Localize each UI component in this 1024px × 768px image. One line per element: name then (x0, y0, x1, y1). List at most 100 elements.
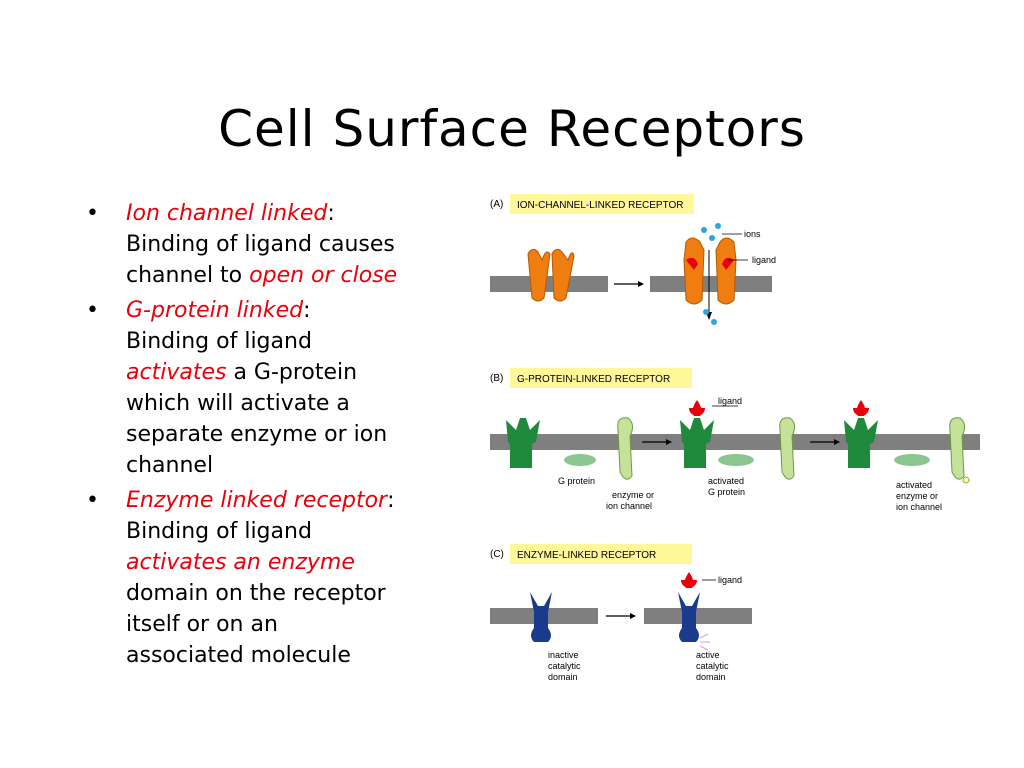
ligand-label: ligand (718, 396, 742, 406)
highlight-text: open or close (249, 263, 398, 288)
ligand-label: ligand (718, 575, 742, 585)
bullet-colon: : (327, 201, 335, 226)
body-text: channel (126, 453, 214, 478)
panel-b-label-box (510, 368, 692, 388)
bullet-colon: : (303, 298, 311, 323)
bullet-line: associated molecule (126, 640, 456, 671)
activated-g-label: G protein (708, 487, 745, 497)
body-text: Binding of ligand causes (126, 232, 395, 257)
panel-a-label: ION-CHANNEL-LINKED RECEPTOR (517, 200, 684, 211)
activated-g-protein (718, 454, 754, 466)
bullet-item: • Enzyme linked receptor: Binding of ligan… (86, 485, 456, 671)
bullet-line: which will activate a (126, 388, 456, 419)
inactive-label: domain (548, 672, 578, 682)
bullet-dot: • (86, 488, 99, 513)
body-text: Binding of ligand (126, 329, 312, 354)
panel-c: (C) ENZYME-LINKED RECEPTOR inactive cata… (490, 544, 752, 682)
bullet-line: activates a G-protein (126, 357, 456, 388)
membrane (650, 276, 772, 292)
bullet-dot: • (86, 298, 99, 323)
body-text: separate enzyme or ion (126, 422, 388, 447)
active-label: catalytic (696, 661, 729, 671)
bullet-item: • Ion channel linked: Binding of ligand ca… (86, 198, 456, 291)
panel-a-label-box (510, 194, 694, 214)
bullet-heading: Enzyme linked receptor (126, 488, 388, 513)
ligand-red (722, 257, 734, 270)
panel-b: (B) G-PROTEIN-LINKED RECEPTOR G protein … (490, 368, 980, 512)
g-protein (564, 454, 596, 466)
arrow-head (638, 281, 644, 287)
ion-channel-open (683, 237, 705, 305)
ligand-red (681, 572, 697, 588)
membrane (490, 434, 980, 450)
panel-b-label: G-PROTEIN-LINKED RECEPTOR (517, 374, 670, 385)
highlight-text: activates (126, 360, 227, 385)
g-protein (894, 454, 930, 466)
g-receptor (844, 418, 878, 468)
enzyme (779, 417, 796, 480)
slide-title: Cell Surface Receptors (218, 100, 806, 158)
bullet-line: domain on the receptor (126, 578, 456, 609)
enzyme (617, 417, 634, 480)
bullet-item: • G-protein linked: Binding of ligand activ… (86, 295, 456, 481)
activation-spark (699, 633, 710, 651)
active-label: active (696, 650, 720, 660)
membrane (490, 276, 608, 292)
arrow-head (666, 439, 672, 445)
activated-g-label: activated (708, 476, 744, 486)
body-text: Binding of ligand (126, 519, 312, 544)
g-receptor (680, 418, 714, 468)
ligand-red (686, 257, 698, 270)
panel-c-label: ENZYME-LINKED RECEPTOR (517, 550, 656, 561)
body-text: associated molecule (126, 643, 351, 668)
bullet-line: itself or on an (126, 609, 456, 640)
activated-enzyme-label: enzyme or (896, 491, 938, 501)
highlight-text: activates an enzyme (126, 550, 355, 575)
enzyme-label: ion channel (606, 501, 652, 511)
ion-channel-closed (527, 248, 551, 302)
bullet-line: separate enzyme or ion (126, 419, 456, 450)
g-protein-label: G protein (558, 476, 595, 486)
activated-enzyme-label: ion channel (896, 502, 942, 512)
active-label: domain (696, 672, 726, 682)
activation-spark (962, 476, 970, 484)
ion (703, 309, 709, 315)
ion (715, 223, 721, 229)
panel-b-letter: (B) (490, 373, 503, 384)
body-text: itself or on an (126, 612, 278, 637)
bullet-colon: : (387, 488, 395, 513)
enzyme-receptor-inactive (530, 592, 552, 642)
g-receptor (506, 418, 540, 468)
arrow-head (630, 613, 636, 619)
activated-enzyme (949, 417, 966, 480)
panel-a-letter: (A) (490, 199, 503, 210)
ion (711, 319, 717, 325)
body-text: domain on the receptor (126, 581, 386, 606)
bullet-line: Binding of ligand (126, 326, 456, 357)
receptor-diagram: (A) ION-CHANNEL-LINKED RECEPTOR ions lig… (490, 194, 980, 682)
bullet-line: channel (126, 450, 456, 481)
ion-channel-open (715, 237, 737, 305)
enzyme-label: enzyme or (612, 490, 654, 500)
ligand-red (853, 400, 869, 416)
panel-c-label-box (510, 544, 692, 564)
arrow-head (834, 439, 840, 445)
inactive-label: inactive (548, 650, 579, 660)
bullet-line: channel to open or close (126, 260, 456, 291)
panel-a: (A) ION-CHANNEL-LINKED RECEPTOR ions lig… (490, 194, 776, 325)
bullet-line: Binding of ligand (126, 516, 456, 547)
body-text: a G-protein (226, 360, 358, 385)
activated-enzyme-label: activated (896, 480, 932, 490)
ion (709, 235, 715, 241)
bullet-heading: Ion channel linked (126, 201, 328, 226)
body-text: channel to (126, 263, 250, 288)
bullet-list: • Ion channel linked: Binding of ligand ca… (86, 198, 456, 675)
ions-label: ions (744, 229, 761, 239)
bullet-dot: • (86, 201, 99, 226)
ion-channel-closed (551, 248, 575, 302)
ligand-label: ligand (752, 255, 776, 265)
bullet-line: Binding of ligand causes (126, 229, 456, 260)
ion (701, 227, 707, 233)
bullet-heading: G-protein linked (126, 298, 304, 323)
enzyme-receptor-active (678, 592, 700, 642)
